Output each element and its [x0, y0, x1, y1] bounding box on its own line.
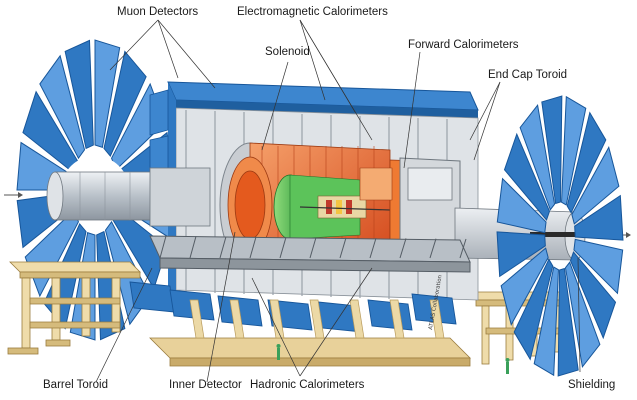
truss-strut	[309, 237, 317, 259]
right-wheel-panel	[533, 266, 559, 377]
right-wheel-panel	[496, 177, 547, 234]
left-beam-shielding	[46, 167, 211, 227]
barrel-toroid-truss	[149, 235, 471, 273]
right-wheel-panel	[496, 231, 546, 278]
right-wheel-panel	[569, 251, 617, 340]
right-wheel-panel	[571, 146, 620, 225]
truss-strut	[429, 238, 437, 259]
label-forward-calorimeters: Forward Calorimeters	[408, 39, 519, 51]
label-end-cap-toroid: End Cap Toroid	[488, 69, 568, 81]
label-solenoid: Solenoid	[265, 46, 310, 58]
barrel-support-leg	[349, 299, 365, 339]
right-wheel-panel	[561, 95, 587, 206]
right-wheel-panel	[541, 95, 563, 205]
bottom-chamber	[367, 299, 413, 331]
right-wheel-panel	[503, 132, 551, 221]
label-hadronic-calorimeters: Hadronic Calorimeters	[250, 379, 365, 391]
left-wheel-panel	[103, 50, 147, 157]
truss-strut	[339, 237, 347, 259]
label-inner-detector: Inner Detector	[169, 379, 242, 391]
right-wheel-panel	[513, 258, 554, 361]
barrel-support-leg	[389, 299, 405, 339]
right-wheel-panel	[557, 267, 579, 377]
right-wheel-panel	[564, 261, 601, 369]
truss-strut	[249, 236, 257, 259]
truss-strut	[189, 236, 197, 259]
truss-strut	[459, 238, 467, 259]
label-barrel-toroid: Barrel Toroid	[43, 379, 108, 391]
right-wheel-panel	[566, 111, 607, 214]
right-wheel-panel	[519, 103, 556, 211]
barrel-bottom-muon-chambers	[129, 281, 457, 339]
left-wheel-panel	[64, 39, 94, 150]
right-wheel-panel	[573, 238, 624, 295]
barrel-support-leg	[269, 299, 285, 339]
right-endcap-muon-wheel	[496, 95, 624, 377]
truss-strut	[219, 236, 227, 259]
barrel-support-leg	[229, 299, 245, 339]
left-support-cradle	[7, 261, 141, 355]
scale-human-figures	[276, 344, 510, 374]
truss-strut	[159, 235, 167, 259]
barrel-support-leg	[189, 299, 205, 339]
callout-leader-lines	[95, 19, 581, 383]
right-wheel-panel	[500, 247, 549, 326]
barrel-support-leg	[429, 299, 445, 339]
truss-strut	[399, 238, 407, 259]
left-wheel-panel	[39, 54, 86, 160]
label-electromagnetic-calorimeters: Electromagnetic Calorimeters	[237, 6, 388, 18]
truss-strut	[369, 237, 377, 259]
truss-strut	[279, 237, 287, 259]
right-wheel-panel	[574, 194, 624, 241]
bottom-chamber	[129, 281, 175, 313]
calorimeter-cylinder	[219, 142, 421, 268]
barrel-support-leg	[309, 299, 325, 339]
label-shielding: Shielding	[568, 379, 616, 391]
label-muon-detectors: Muon Detectors	[117, 6, 199, 18]
barrel-support-feet	[149, 337, 471, 367]
